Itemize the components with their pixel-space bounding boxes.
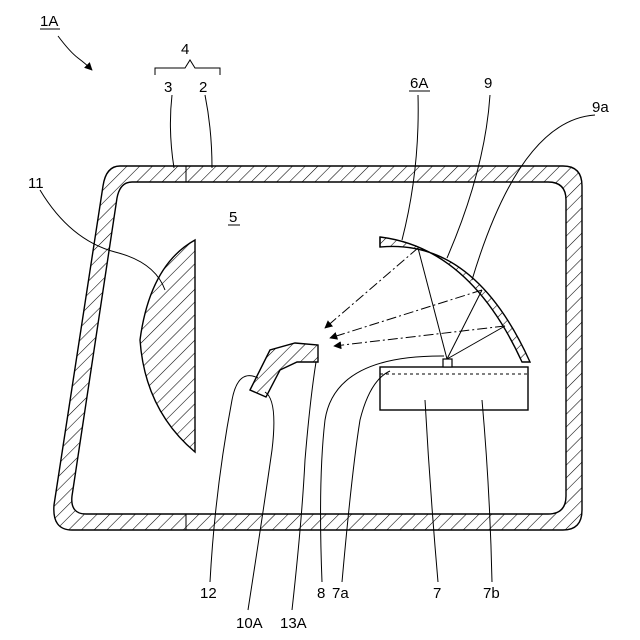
label-1A: 1A <box>40 13 58 30</box>
label-4: 4 <box>181 41 189 58</box>
label-6A: 6A <box>410 75 428 92</box>
label-13A: 13A <box>280 615 307 632</box>
label-9: 9 <box>484 75 492 92</box>
label-5: 5 <box>229 209 237 226</box>
label-9a: 9a <box>592 99 609 116</box>
label-8: 8 <box>317 585 325 602</box>
label-7b: 7b <box>483 585 500 602</box>
label-3: 3 <box>164 79 172 96</box>
label-10A: 10A <box>236 615 263 632</box>
label-11: 11 <box>28 175 44 192</box>
label-7a: 7a <box>332 585 349 602</box>
label-2: 2 <box>199 79 207 96</box>
label-12: 12 <box>200 585 217 602</box>
light-source-board-7 <box>380 367 528 410</box>
led-8 <box>443 359 452 367</box>
label-7: 7 <box>433 585 441 602</box>
